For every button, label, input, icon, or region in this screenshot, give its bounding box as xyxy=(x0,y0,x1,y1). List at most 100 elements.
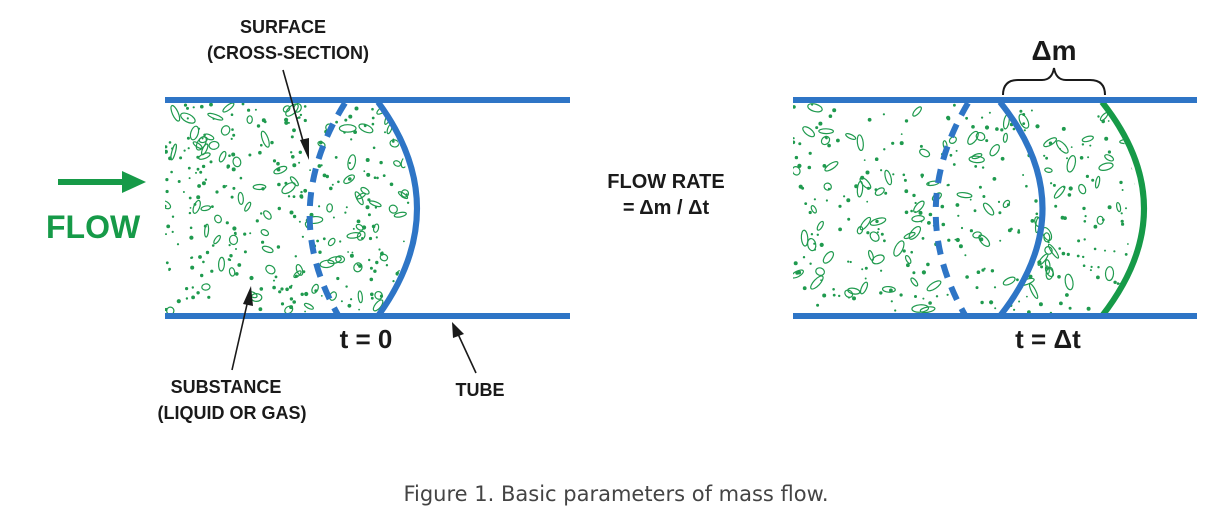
substance-dot xyxy=(344,211,347,214)
substance-dot xyxy=(170,170,173,174)
substance-dot xyxy=(369,277,374,282)
substance-dot xyxy=(231,152,236,157)
substance-particle xyxy=(1081,135,1094,143)
substance-dot xyxy=(188,196,192,200)
substance-dot xyxy=(1127,243,1129,245)
substance-particle xyxy=(816,220,824,231)
substance-dot xyxy=(209,103,213,107)
substance-dot xyxy=(332,216,335,219)
substance-dot xyxy=(191,286,194,289)
substance-dot xyxy=(188,211,192,215)
substance-dot xyxy=(1162,110,1166,114)
substance-dot xyxy=(960,226,964,230)
substance-dot xyxy=(980,300,984,305)
substance-particle xyxy=(346,232,362,239)
substance-particle xyxy=(417,257,427,269)
substance-dot xyxy=(974,165,978,168)
substance-dot xyxy=(847,217,851,221)
substance-dot xyxy=(866,200,869,203)
substance-dot xyxy=(928,212,933,217)
substance-dot xyxy=(368,236,373,241)
substance-particle xyxy=(303,302,314,310)
substance-particle xyxy=(217,256,226,272)
substance-dot xyxy=(397,109,400,112)
substance-dot xyxy=(912,271,916,275)
substance-dot xyxy=(415,127,419,131)
substance-dot xyxy=(953,103,956,107)
substance-dot xyxy=(241,103,245,106)
substance-dot xyxy=(1050,182,1053,185)
substance-dot xyxy=(890,300,893,303)
substance-dot xyxy=(201,181,206,186)
substance-dot xyxy=(1145,125,1148,128)
substance-dot xyxy=(196,167,200,171)
substance-particle xyxy=(232,156,242,168)
substance-dot xyxy=(363,170,366,173)
substance-particle xyxy=(793,269,804,279)
substance-dot xyxy=(889,288,893,293)
substance-dot xyxy=(256,124,261,128)
substance-dot xyxy=(920,173,924,178)
substance-dot xyxy=(260,143,263,147)
substance-dot xyxy=(196,195,201,200)
substance-dot xyxy=(370,292,374,297)
substance-dot xyxy=(231,128,234,131)
substance-particle xyxy=(355,223,364,231)
substance-dot xyxy=(926,262,930,267)
substance-particle xyxy=(1053,185,1066,199)
substance-dot xyxy=(192,106,195,109)
substance-particle xyxy=(1043,232,1051,243)
substance-particle xyxy=(1002,199,1011,209)
substance-dot xyxy=(370,296,374,300)
substance-dot xyxy=(280,302,285,306)
substance-dot xyxy=(797,270,802,275)
substance-dot xyxy=(1010,227,1013,231)
substance-particle xyxy=(1098,162,1114,171)
substance-dot xyxy=(804,202,808,206)
substance-particle xyxy=(1002,132,1008,143)
substance-dot xyxy=(322,173,327,178)
substance-dot xyxy=(356,219,361,224)
substance-dot xyxy=(946,184,949,187)
substance-particle xyxy=(810,275,824,290)
tube-label: TUBE xyxy=(456,380,505,400)
substance-dot xyxy=(1059,301,1063,306)
substance-dot xyxy=(373,269,377,273)
substance-particle xyxy=(912,106,922,117)
substance-particle xyxy=(820,135,831,146)
substance-particle xyxy=(859,281,869,295)
substance-dot xyxy=(225,221,229,225)
delta-m-label: Δm xyxy=(1031,35,1076,66)
substance-dot xyxy=(347,251,349,253)
substance-particle xyxy=(213,234,221,245)
substance-dot xyxy=(1107,120,1110,122)
substance-dot xyxy=(426,171,429,174)
substance-dot xyxy=(1091,178,1095,182)
substance-particle xyxy=(903,231,916,240)
substance-dot xyxy=(232,186,236,190)
substance-dot xyxy=(185,297,189,300)
substance-dot xyxy=(189,235,194,240)
substance-dot xyxy=(865,170,870,175)
substance-dot xyxy=(331,183,334,186)
substance-particle xyxy=(1066,154,1077,173)
substance-dot xyxy=(431,120,435,124)
substance-dot xyxy=(1038,302,1043,307)
substance-dot xyxy=(378,248,381,251)
substance-particle xyxy=(911,304,930,313)
substance-particle xyxy=(200,205,212,212)
substance-particle xyxy=(360,186,370,195)
substance-dot xyxy=(201,137,204,140)
substance-dot xyxy=(816,303,820,307)
substance-dot xyxy=(348,177,352,181)
substance-particle xyxy=(867,249,875,262)
substance-dot xyxy=(436,241,438,243)
substance-dot xyxy=(183,149,186,152)
substance-dot xyxy=(816,233,819,236)
substance-particle xyxy=(1044,167,1053,173)
substance-dot xyxy=(254,108,257,111)
substance-dot xyxy=(946,115,951,120)
substance-particle xyxy=(228,267,236,277)
substance-dot xyxy=(197,184,202,188)
substance-dot xyxy=(1121,222,1125,226)
